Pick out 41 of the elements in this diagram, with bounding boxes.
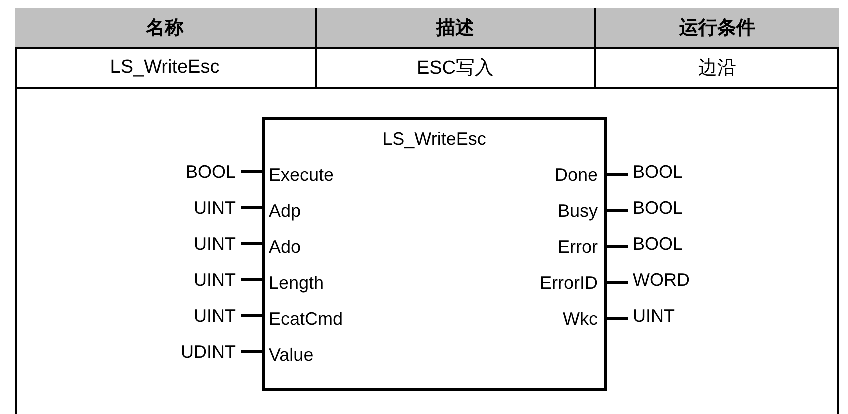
pin-name: Adp: [267, 200, 377, 222]
connection-line: [607, 246, 628, 248]
pin-name: Error: [488, 236, 598, 258]
pin-name: Wkc: [488, 308, 598, 330]
connection-line: [241, 314, 262, 318]
data-type: BOOL: [150, 161, 236, 183]
data-type: BOOL: [633, 197, 713, 219]
connection-line: [607, 174, 628, 176]
data-type: UINT: [633, 305, 713, 327]
data-type: UINT: [150, 233, 236, 255]
block-title: LS_WriteEsc: [382, 128, 488, 150]
data-type: UINT: [150, 269, 236, 291]
data-type: WORD: [633, 269, 713, 291]
pin-name: ErrorID: [488, 272, 598, 294]
connection-line: [607, 282, 628, 284]
connection-line: [241, 350, 262, 354]
data-type: UINT: [150, 197, 236, 219]
header-cell: 描述: [317, 8, 596, 49]
header-cell: 名称: [15, 8, 317, 49]
pin-name: Value: [267, 344, 377, 366]
pin-name: Busy: [488, 200, 598, 222]
pin-name: Execute: [267, 164, 377, 186]
header-cell: 运行条件: [596, 8, 839, 49]
table-cell: ESC写入: [317, 49, 596, 89]
data-type: BOOL: [633, 233, 713, 255]
function-block: [262, 117, 607, 391]
pin-name: EcatCmd: [267, 308, 377, 330]
data-type: UDINT: [150, 341, 236, 363]
table-cell: LS_WriteEsc: [15, 49, 317, 89]
connection-line: [607, 318, 628, 320]
connection-line: [241, 206, 262, 210]
connection-line: [241, 278, 262, 282]
connection-line: [607, 210, 628, 212]
pin-name: Ado: [267, 236, 377, 258]
data-type: UINT: [150, 305, 236, 327]
connection-line: [241, 170, 262, 174]
pin-name: Done: [488, 164, 598, 186]
connection-line: [241, 242, 262, 246]
data-type: BOOL: [633, 161, 713, 183]
pin-name: Length: [267, 272, 377, 294]
table-cell: 边沿: [596, 49, 839, 89]
